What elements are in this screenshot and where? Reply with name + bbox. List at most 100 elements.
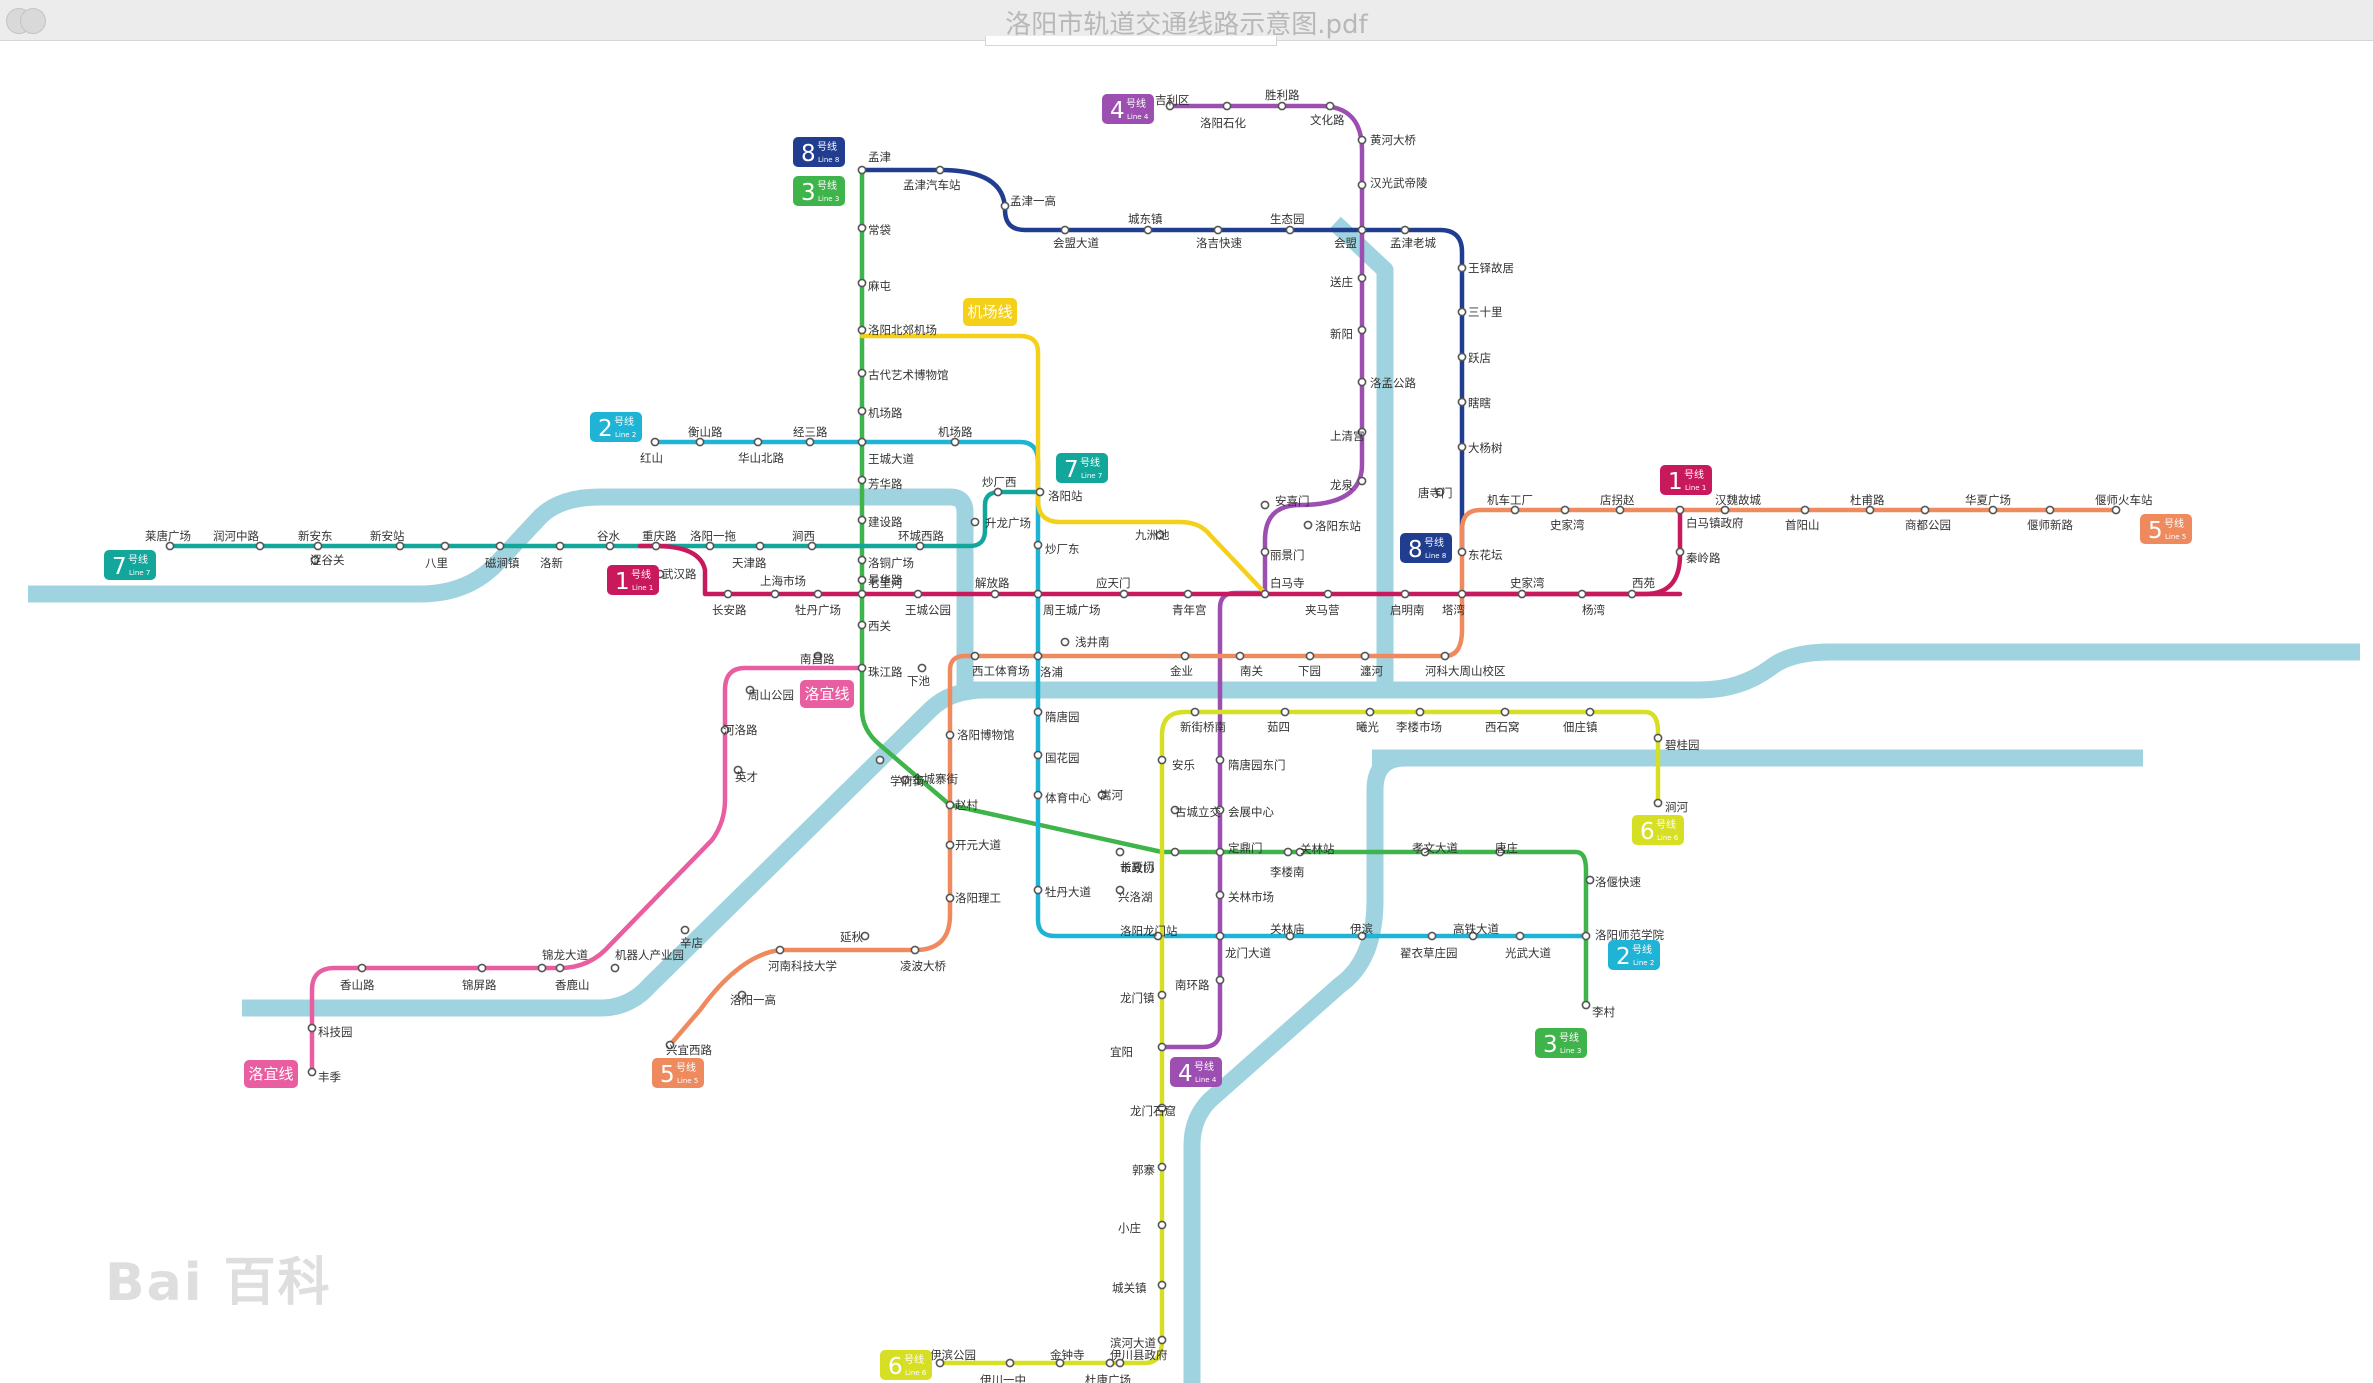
station-dot[interactable] — [1170, 805, 1180, 815]
station-dot[interactable] — [1495, 847, 1505, 857]
station-dot[interactable] — [1457, 307, 1467, 317]
station-dot[interactable] — [1357, 325, 1367, 335]
station-dot[interactable] — [857, 278, 867, 288]
station-dot[interactable] — [1033, 790, 1043, 800]
named-line-badge[interactable]: 机场线 — [963, 298, 1017, 326]
station-dot[interactable] — [605, 541, 615, 551]
station-dot[interactable] — [1515, 931, 1525, 941]
station-dot[interactable] — [665, 1040, 675, 1050]
station-dot[interactable] — [807, 541, 817, 551]
station-dot[interactable] — [307, 1023, 317, 1033]
station-dot[interactable] — [1303, 520, 1313, 530]
station-dot[interactable] — [680, 925, 690, 935]
station-dot[interactable] — [395, 541, 405, 551]
station-dot[interactable] — [650, 437, 660, 447]
station-dot[interactable] — [805, 437, 815, 447]
station-dot[interactable] — [913, 589, 923, 599]
station-dot[interactable] — [945, 800, 955, 810]
station-dot[interactable] — [1357, 225, 1367, 235]
station-dot[interactable] — [723, 589, 733, 599]
station-dot[interactable] — [1357, 931, 1367, 941]
station-dot[interactable] — [1415, 707, 1425, 717]
station-dot[interactable] — [993, 487, 1003, 497]
station-dot[interactable] — [1157, 1103, 1167, 1113]
station-dot[interactable] — [1005, 1358, 1015, 1368]
station-dot[interactable] — [1215, 931, 1225, 941]
station-dot[interactable] — [900, 775, 910, 785]
station-dot[interactable] — [165, 541, 175, 551]
station-dot[interactable] — [1357, 135, 1367, 145]
station-dot[interactable] — [1180, 651, 1190, 661]
station-dot[interactable] — [1033, 750, 1043, 760]
station-dot[interactable] — [1215, 975, 1225, 985]
named-line-badge[interactable]: 洛宜线 — [800, 680, 854, 708]
station-dot[interactable] — [945, 893, 955, 903]
station-dot[interactable] — [1435, 487, 1445, 497]
station-dot[interactable] — [910, 945, 920, 955]
station-dot[interactable] — [1357, 273, 1367, 283]
station-dot[interactable] — [1581, 1000, 1591, 1010]
station-dot[interactable] — [945, 840, 955, 850]
station-dot[interactable] — [1183, 589, 1193, 599]
station-dot[interactable] — [1585, 707, 1595, 717]
station-dot[interactable] — [753, 437, 763, 447]
station-dot[interactable] — [1285, 931, 1295, 941]
station-dot[interactable] — [1653, 798, 1663, 808]
station-dot[interactable] — [970, 651, 980, 661]
station-dot[interactable] — [1115, 847, 1125, 857]
station-dot[interactable] — [917, 663, 927, 673]
station-dot[interactable] — [1277, 101, 1287, 111]
station-dot[interactable] — [857, 555, 867, 565]
station-dot[interactable] — [935, 1358, 945, 1368]
station-dot[interactable] — [310, 555, 320, 565]
station-dot[interactable] — [1357, 427, 1367, 437]
station-dot[interactable] — [1675, 547, 1685, 557]
station-dot[interactable] — [1323, 589, 1333, 599]
station-dot[interactable] — [1222, 101, 1232, 111]
station-dot[interactable] — [1500, 707, 1510, 717]
station-dot[interactable] — [1800, 505, 1810, 515]
station-dot[interactable] — [1457, 397, 1467, 407]
station-dot[interactable] — [1365, 707, 1375, 717]
station-dot[interactable] — [1097, 790, 1107, 800]
station-dot[interactable] — [1115, 1358, 1125, 1368]
station-dot[interactable] — [1033, 651, 1043, 661]
station-dot[interactable] — [555, 963, 565, 973]
station-dot[interactable] — [945, 730, 955, 740]
station-dot[interactable] — [1115, 885, 1125, 895]
station-dot[interactable] — [1675, 505, 1685, 515]
station-dot[interactable] — [990, 589, 1000, 599]
station-dot[interactable] — [1215, 890, 1225, 900]
station-dot[interactable] — [1305, 651, 1315, 661]
station-dot[interactable] — [720, 725, 730, 735]
station-dot[interactable] — [857, 589, 867, 599]
station-dot[interactable] — [1325, 101, 1335, 111]
station-dot[interactable] — [857, 406, 867, 416]
minimize-window-button[interactable] — [20, 8, 46, 34]
station-dot[interactable] — [1457, 442, 1467, 452]
station-dot[interactable] — [705, 541, 715, 551]
station-dot[interactable] — [755, 541, 765, 551]
station-dot[interactable] — [1510, 505, 1520, 515]
station-dot[interactable] — [1581, 931, 1591, 941]
station-dot[interactable] — [737, 990, 747, 1000]
station-dot[interactable] — [1033, 885, 1043, 895]
station-dot[interactable] — [1720, 505, 1730, 515]
station-dot[interactable] — [857, 368, 867, 378]
station-dot[interactable] — [1157, 1280, 1167, 1290]
station-dot[interactable] — [651, 541, 661, 551]
station-dot[interactable] — [813, 589, 823, 599]
station-dot[interactable] — [857, 475, 867, 485]
station-dot[interactable] — [857, 620, 867, 630]
